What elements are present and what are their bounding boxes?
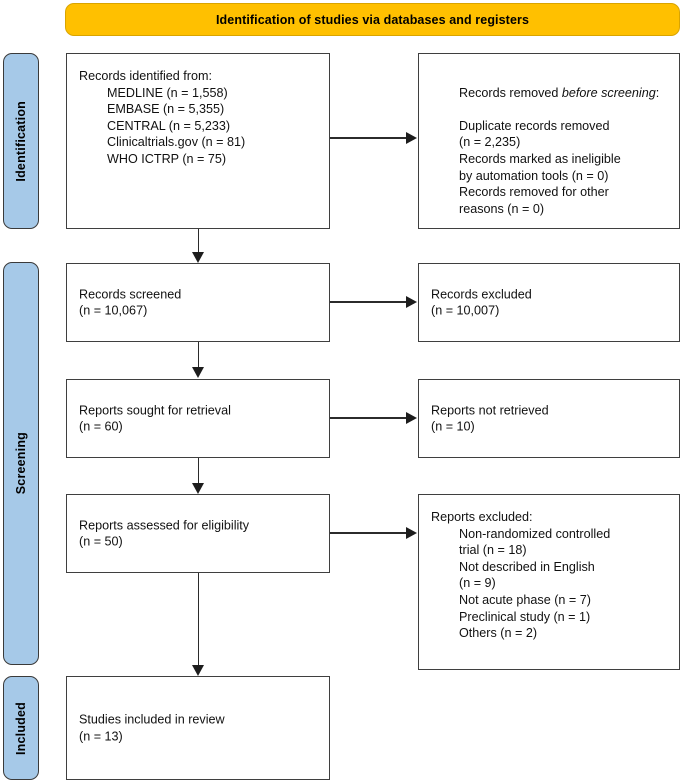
records-screened-line2: (n = 10,067) <box>79 303 148 318</box>
box-records-screened: Records screened (n = 10,067) <box>66 263 330 342</box>
reports-assessed-line2: (n = 50) <box>79 534 123 549</box>
records-removed-title-emphasis: before screening <box>561 85 656 100</box>
box-records-identified: Records identified from: MEDLINE (n = 1,… <box>66 53 330 229</box>
reports-not-retrieved-line1: Reports not retrieved <box>431 402 549 417</box>
records-identified-item: EMBASE (n = 5,355) <box>107 102 225 117</box>
reports-excluded-item: Others (n = 2) <box>459 626 538 641</box>
records-removed-item: Records removed for other <box>459 185 609 200</box>
reports-excluded-item: Non-randomized controlled <box>459 526 611 541</box>
records-removed-item: by automation tools (n = 0) <box>459 168 609 183</box>
stage-band-included: Included <box>3 676 39 780</box>
arrow-sought-to-not-retrieved <box>406 411 417 424</box>
box-reports-sought: Reports sought for retrieval (n = 60) <box>66 379 330 458</box>
records-identified-item: WHO ICTRP (n = 75) <box>107 151 227 166</box>
reports-sought-line1: Reports sought for retrieval <box>79 402 231 417</box>
arrow-assessed-to-excluded <box>406 526 417 539</box>
records-removed-item: Duplicate records removed <box>459 118 610 133</box>
reports-not-retrieved-line2: (n = 10) <box>431 419 475 434</box>
stage-band-screening: Screening <box>3 262 39 665</box>
records-removed-title-post: : <box>655 85 660 100</box>
box-records-excluded: Records excluded (n = 10,007) <box>418 263 680 342</box>
records-identified-item: MEDLINE (n = 1,558) <box>107 85 228 100</box>
reports-excluded-item: Preclinical study (n = 1) <box>459 609 591 624</box>
stage-band-identification-label: Identification <box>14 100 28 182</box>
arrow-sought-to-assessed <box>191 483 204 494</box>
records-removed-item: Records marked as ineligible <box>459 151 621 166</box>
box-reports-excluded: Reports excluded: Non-randomized control… <box>418 494 680 670</box>
connector-identified-to-removed <box>330 137 407 139</box>
stage-band-identification: Identification <box>3 53 39 229</box>
box-studies-included: Studies included in review (n = 13) <box>66 676 330 780</box>
records-removed-item: reasons (n = 0) <box>459 201 545 216</box>
studies-included-line2: (n = 13) <box>79 729 123 743</box>
records-removed-title: Records removed before screening: <box>431 68 671 118</box>
reports-sought-line2: (n = 60) <box>79 419 123 434</box>
records-excluded-line1: Records excluded <box>431 286 532 301</box>
records-removed-item: (n = 2,235) <box>459 135 521 150</box>
connector-identified-to-screened <box>197 229 200 261</box>
records-identified-item: CENTRAL (n = 5,233) <box>107 118 231 133</box>
box-records-removed: Records removed before screening: Duplic… <box>418 53 680 229</box>
banner-identification-header: Identification of studies via databases … <box>65 3 680 36</box>
records-excluded-line2: (n = 10,007) <box>431 303 500 318</box>
arrow-screened-to-sought <box>191 367 204 378</box>
arrow-screened-to-excluded <box>406 295 417 308</box>
connector-screened-to-excluded <box>330 301 407 303</box>
reports-excluded-item: Not described in English <box>459 559 595 574</box>
reports-excluded-title: Reports excluded: <box>431 510 533 524</box>
connector-sought-to-assessed <box>197 458 200 491</box>
connector-sought-to-not-retrieved <box>330 417 407 419</box>
reports-excluded-item: Not acute phase (n = 7) <box>459 592 591 607</box>
reports-excluded-item: trial (n = 18) <box>459 543 527 558</box>
arrow-identified-to-removed <box>406 131 417 144</box>
stage-band-included-label: Included <box>14 701 28 755</box>
reports-assessed-line1: Reports assessed for eligibility <box>79 517 250 532</box>
records-removed-title-pre: Records removed <box>459 85 562 100</box>
reports-excluded-item: (n = 9) <box>459 576 496 591</box>
records-screened-line1: Records screened <box>79 286 182 301</box>
box-reports-not-retrieved: Reports not retrieved (n = 10) <box>418 379 680 458</box>
arrow-assessed-to-included <box>191 665 204 676</box>
records-identified-item: Clinicaltrials.gov (n = 81) <box>107 135 246 150</box>
arrow-identified-to-screened <box>191 252 204 263</box>
stage-band-screening-label: Screening <box>14 432 28 495</box>
studies-included-line1: Studies included in review <box>79 712 225 727</box>
connector-assessed-to-included <box>197 573 200 673</box>
box-reports-assessed: Reports assessed for eligibility (n = 50… <box>66 494 330 573</box>
connector-screened-to-sought <box>197 342 200 375</box>
connector-assessed-to-excluded <box>330 532 407 534</box>
records-identified-title: Records identified from: <box>79 69 212 83</box>
banner-label: Identification of studies via databases … <box>215 12 530 27</box>
